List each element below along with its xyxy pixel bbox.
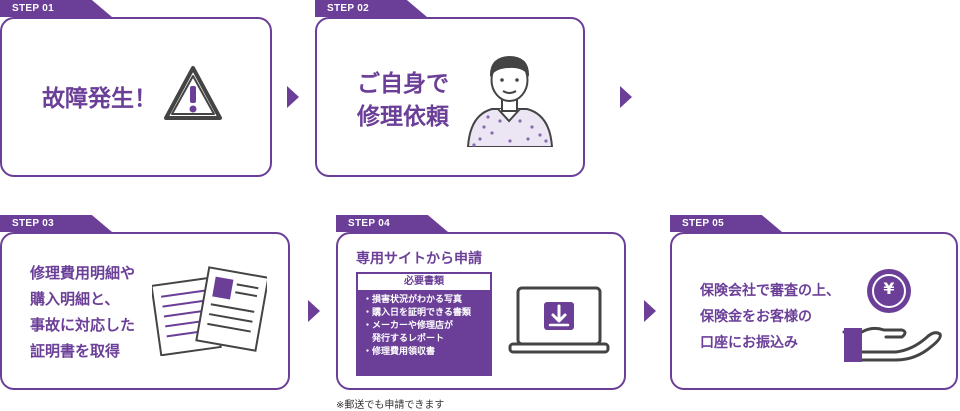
step-02-line-2: 修理依頼 <box>357 104 449 130</box>
step-04-tab: STEP 04 <box>336 215 448 232</box>
flow-arrow <box>308 300 320 322</box>
man-icon <box>466 56 554 147</box>
flow-arrow <box>644 300 656 322</box>
step-05-tab: STEP 05 <box>670 215 782 232</box>
list-item: ・損害状況がわかる写真 <box>363 295 463 305</box>
required-docs-title: 必要書類 <box>358 274 490 290</box>
step-03-tab: STEP 03 <box>0 215 112 232</box>
warning-icon <box>164 66 222 120</box>
step-03-line-3: 事故に対応した <box>30 316 136 334</box>
list-item: ・修理費用領収書 <box>363 347 436 357</box>
step-04-title: 専用サイトから申請 <box>356 251 482 267</box>
step-05-line-1: 保険会社で審査の上、 <box>700 283 840 299</box>
step-01-tab: STEP 01 <box>0 0 112 17</box>
step-02-line-1: ご自身で <box>357 71 449 97</box>
documents-icon <box>152 266 267 356</box>
step-05-line-2: 保険金をお客様の <box>700 309 812 325</box>
step-03-card: 修理費用明細や 購入明細と、 事故に対応した 証明書を取得 <box>0 232 290 390</box>
step-02-card: ご自身で 修理依頼 <box>315 17 585 177</box>
step-03-line-1: 修理費用明細や <box>30 264 136 282</box>
step-03-line-2: 購入明細と、 <box>30 290 120 308</box>
list-item: ・購入日を証明できる書類 <box>363 308 471 318</box>
step-03-line-4: 証明書を取得 <box>30 342 121 360</box>
step-01-text: 故障発生！ <box>42 86 157 112</box>
step-04-card: 専用サイトから申請 必要書類 ・損害状況がわかる写真 ・購入日を証明できる書類 … <box>336 232 626 390</box>
hand-coin-icon <box>842 269 942 362</box>
step-01-card: 故障発生！ <box>0 17 272 177</box>
list-item: ・メーカーや修理店が <box>363 321 454 331</box>
step-05-card: 保険会社で審査の上、 保険金をお客様の 口座にお振込み ¥ <box>670 232 958 390</box>
mail-note: ※郵送でも申請できます <box>336 400 445 411</box>
required-docs-panel: 必要書類 ・損害状況がわかる写真 ・購入日を証明できる書類 ・メーカーや修理店が… <box>356 272 492 376</box>
step-05-line-3: 口座にお振込み <box>700 335 798 351</box>
flow-arrow <box>287 86 299 108</box>
required-docs-list: ・損害状況がわかる写真 ・購入日を証明できる書類 ・メーカーや修理店が 発行する… <box>363 294 471 359</box>
yen-symbol: ¥ <box>883 279 895 298</box>
laptop-download-icon <box>508 286 610 354</box>
step-02-tab: STEP 02 <box>315 0 427 17</box>
list-item: 発行するレポート <box>363 334 445 344</box>
flow-arrow <box>620 86 632 108</box>
